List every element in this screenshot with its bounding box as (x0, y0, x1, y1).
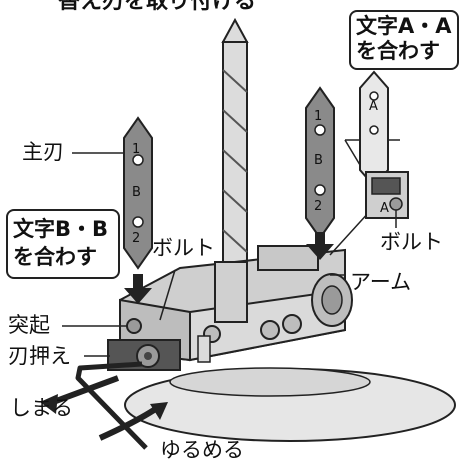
label-loosen: ゆるめる (160, 438, 244, 461)
callout-align-a (349, 10, 459, 70)
drill-bit (221, 17, 249, 293)
leader-bolt-left (159, 269, 176, 321)
right-blade: 1 B 2 (305, 86, 335, 240)
inset-letter-a-top: A (369, 99, 378, 114)
callout-align-a-line1: 文字A・A (356, 14, 452, 38)
label-blade-holder: 刃押え (8, 344, 71, 368)
callout-align-a-line2: を合わす (356, 39, 440, 63)
left-blade-digit-top: 1 (132, 142, 140, 157)
protrusion-pin (126, 318, 142, 334)
callout-align-b (6, 209, 120, 279)
right-blade-digit-top: 1 (314, 109, 322, 124)
left-blade: 1 B 2 (123, 116, 153, 270)
right-blade-letter: B (314, 153, 323, 168)
label-arm: アーム (350, 270, 412, 294)
left-blade-letter: B (132, 185, 141, 200)
callout-align-b-line2: を合わす (13, 245, 97, 269)
hex-wrench (75, 361, 148, 450)
diagram-title: 替え刃を取り付ける (58, 0, 257, 14)
inset-letter-a-bottom: A (380, 201, 389, 216)
label-protrusion: 突起 (8, 313, 50, 337)
label-tighten: しまる (10, 396, 73, 420)
sharpener-body (119, 245, 353, 363)
base-pedestal-top (169, 367, 371, 397)
inset-detail: A A (329, 70, 409, 256)
label-bolt-left: ボルト (152, 236, 215, 260)
right-blade-digit-bottom: 2 (314, 199, 322, 214)
label-bolt-right: ボルト (380, 230, 443, 254)
blade-holder-part (107, 318, 181, 371)
left-blade-digit-bottom: 2 (132, 231, 140, 246)
callout-align-b-line1: 文字B・B (13, 217, 109, 241)
label-main-blade: 主刃 (22, 140, 64, 164)
